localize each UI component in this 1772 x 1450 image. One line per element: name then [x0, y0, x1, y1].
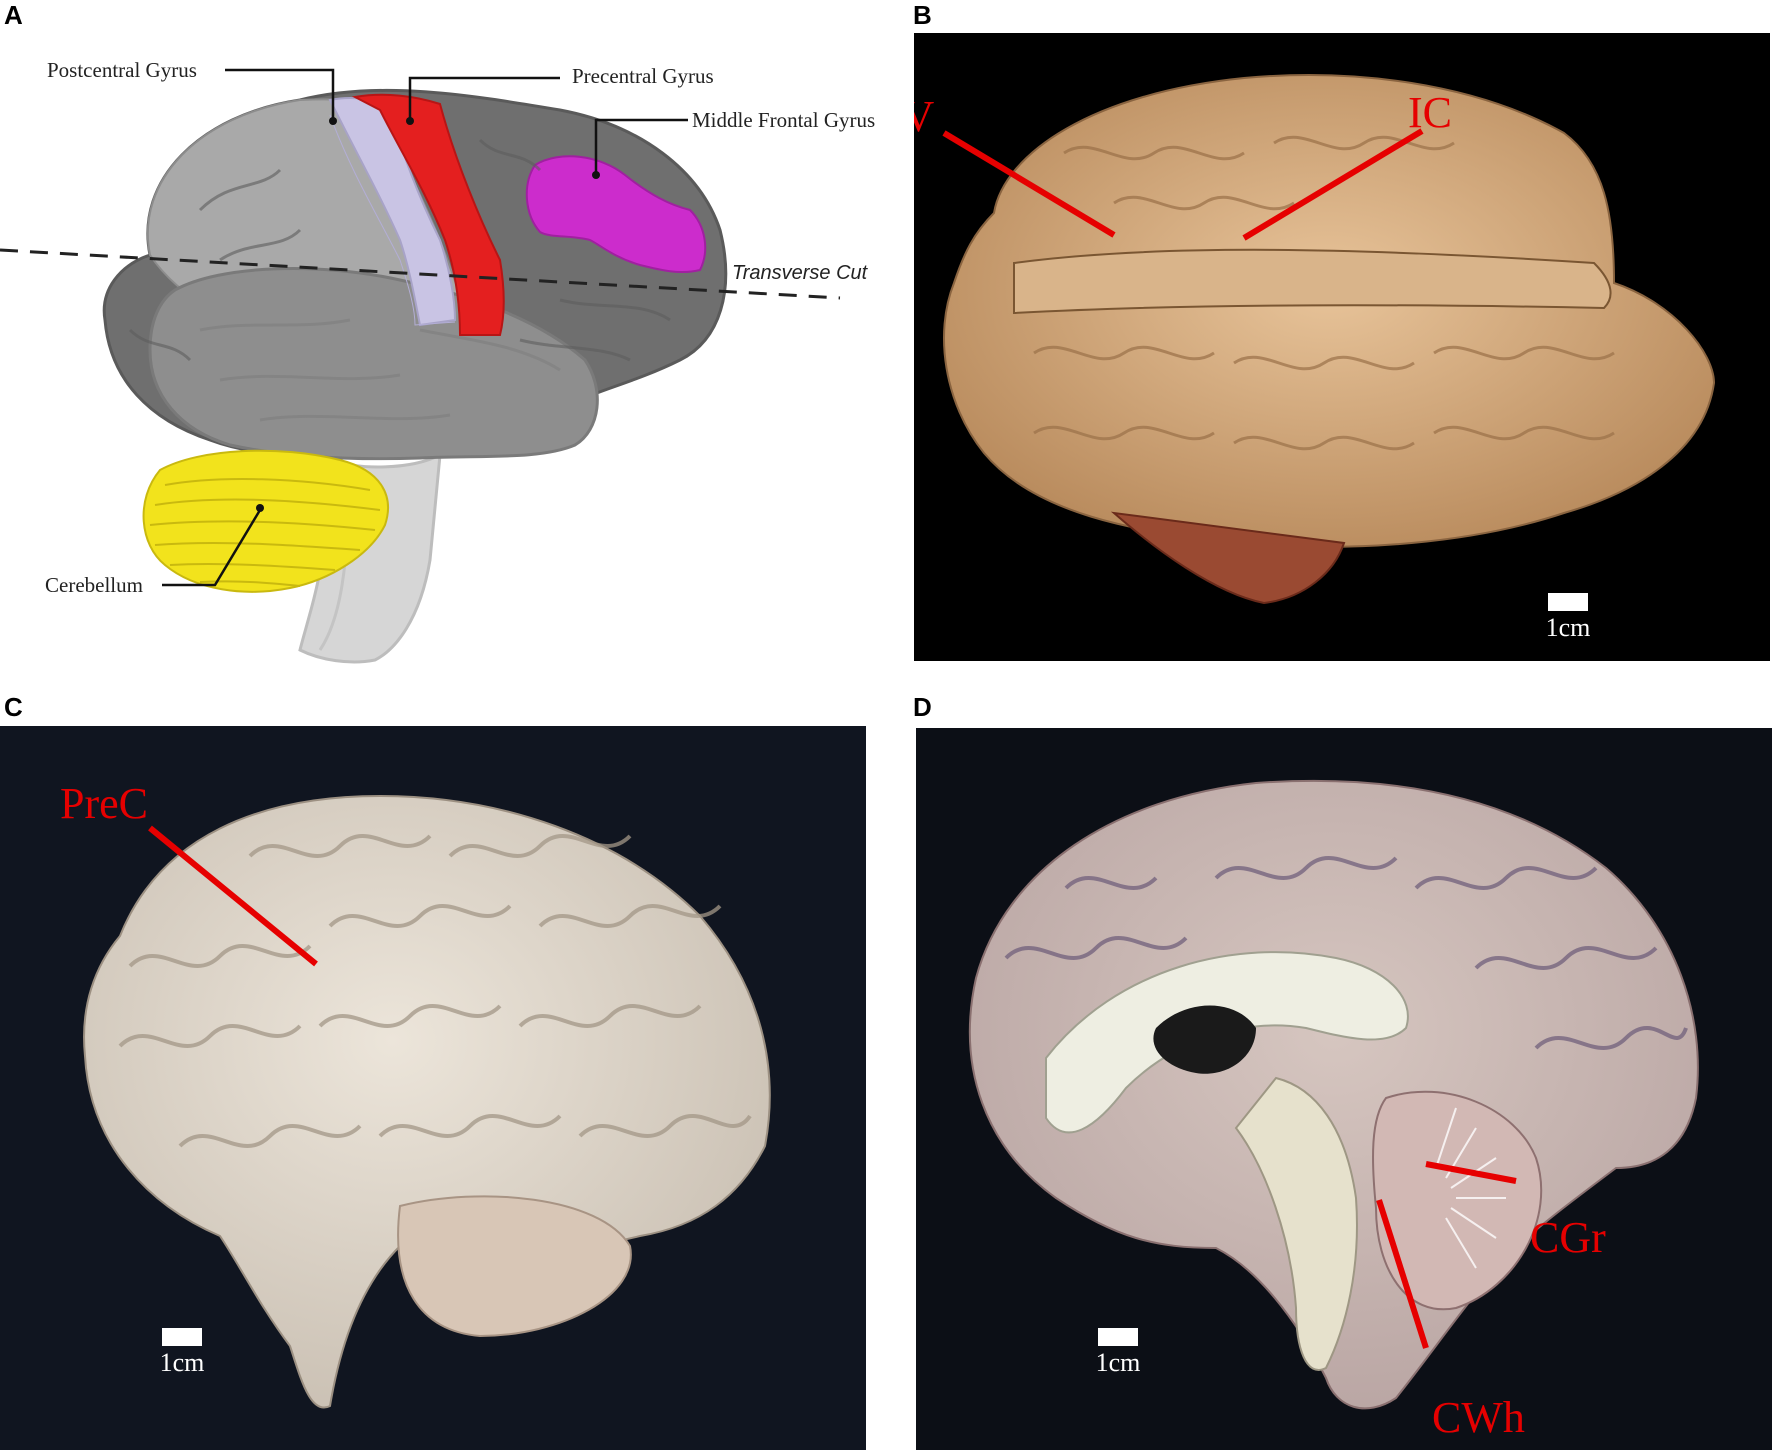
- prec-label: PreC: [60, 779, 148, 828]
- photo-d-scale-bar: 1cm: [1088, 1328, 1148, 1376]
- panel-b-letter: B: [913, 0, 932, 30]
- precentral-gyrus: [351, 93, 505, 336]
- panel-c-letter: C: [4, 692, 23, 722]
- prec-pointer-line: [148, 825, 318, 967]
- transverse-cut-label: Transverse Cut: [732, 262, 868, 284]
- cerebellum-label: Cerebellum: [45, 573, 143, 597]
- postcentral-gyrus-label: Postcentral Gyrus: [47, 58, 197, 82]
- scale-bar-rect: [162, 1328, 202, 1346]
- brain-diagram: [0, 68, 841, 664]
- ic-pointer-line: [1242, 128, 1424, 241]
- cwh-label: CWh: [1432, 1393, 1525, 1442]
- scale-bar-text: 1cm: [1545, 613, 1591, 642]
- photo-c-lateral-brain: PreC 1cm: [0, 726, 866, 1450]
- pv-label: PV: [914, 92, 935, 141]
- panel-d-letter: D: [913, 692, 932, 722]
- cwh-pointer-line: [1376, 1199, 1429, 1349]
- scale-bar-rect: [1098, 1328, 1138, 1346]
- precentral-gyrus-label: Precentral Gyrus: [572, 64, 714, 88]
- middle-frontal-gyrus-label: Middle Frontal Gyrus: [692, 108, 876, 132]
- scale-bar-text: 1cm: [1095, 1348, 1141, 1377]
- photo-c-scale-bar: 1cm: [152, 1328, 212, 1376]
- photo-b-transverse-cut-brain: PV IC 1cm: [914, 33, 1770, 661]
- cgr-label: CGr: [1530, 1213, 1606, 1262]
- panel-a-letter: A: [4, 0, 23, 30]
- scale-bar-text: 1cm: [159, 1348, 205, 1377]
- photo-d-midsagittal-brain: CGr CWh 1cm: [916, 728, 1772, 1450]
- transverse-cut-line: [0, 248, 841, 300]
- pv-pointer-line: [942, 130, 1116, 238]
- ic-label: IC: [1408, 88, 1452, 137]
- photo-b-scale-bar: 1cm: [1538, 593, 1598, 641]
- middle-frontal-gyrus: [525, 155, 707, 274]
- scale-bar-rect: [1548, 593, 1588, 611]
- cgr-pointer-line: [1425, 1161, 1517, 1184]
